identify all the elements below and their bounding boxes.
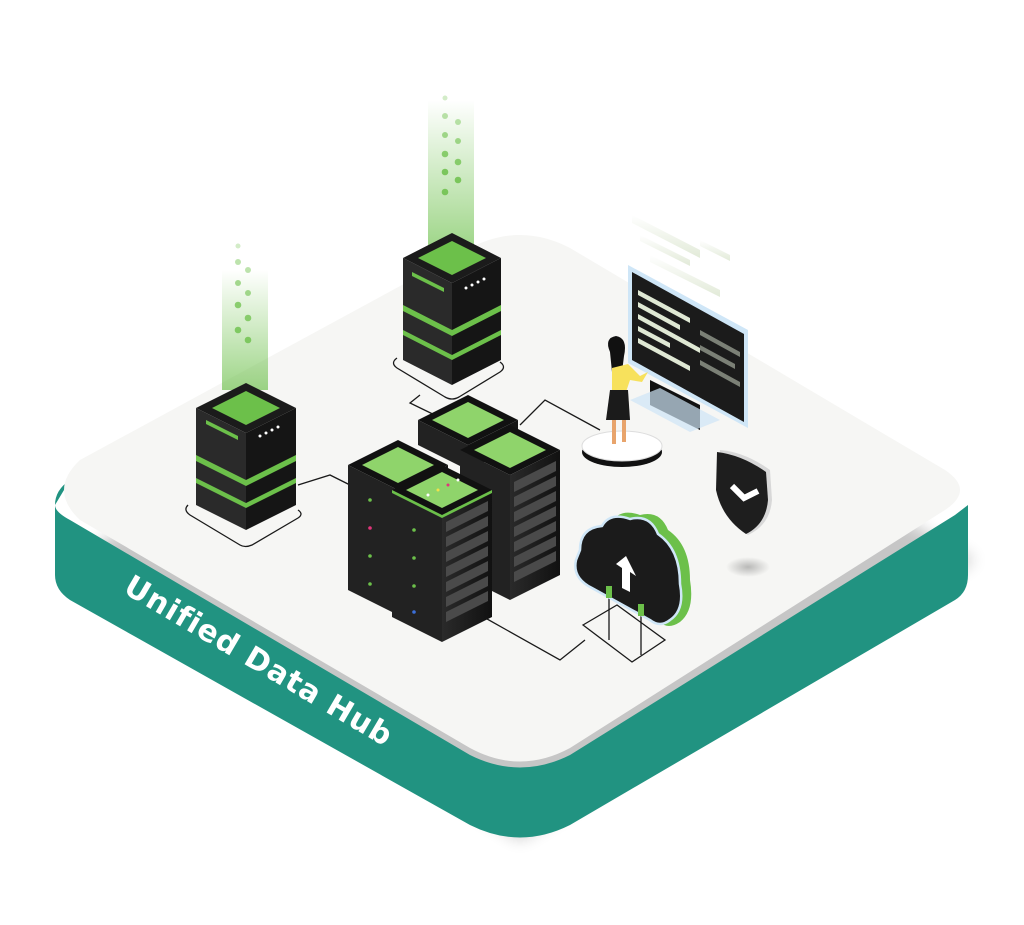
platform-side <box>55 480 968 838</box>
data-particles <box>234 243 252 344</box>
network-connections <box>185 357 667 663</box>
shield-check-icon <box>716 450 772 577</box>
shield-shadow <box>726 557 770 577</box>
data-tower-left <box>196 243 296 530</box>
data-tower-top <box>403 95 501 385</box>
server-rack-front <box>392 465 492 642</box>
floating-code-lines <box>632 215 730 297</box>
operator-figure <box>581 336 663 467</box>
code-monitor <box>628 215 748 432</box>
cloud-upload-icon <box>574 512 692 626</box>
code-lines <box>638 290 740 387</box>
data-particles <box>441 95 462 196</box>
